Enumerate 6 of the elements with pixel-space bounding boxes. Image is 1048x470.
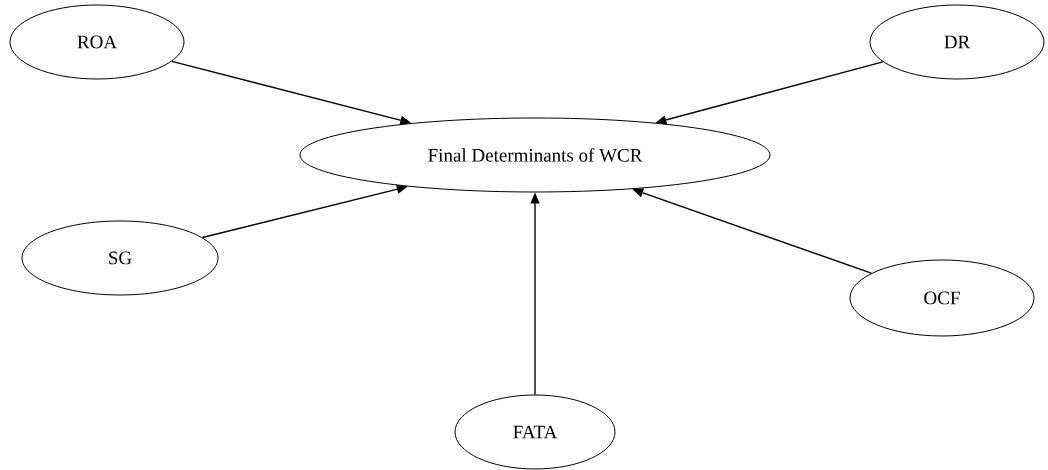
ellipse-node: Final Determinants of WCR: [299, 117, 771, 193]
ellipse-node: ROA: [9, 4, 185, 80]
ellipse-node: FATA: [454, 394, 616, 470]
ellipse-node: DR: [869, 4, 1045, 80]
ellipse-node: SG: [21, 220, 219, 296]
ellipse-node: OCF: [849, 259, 1035, 337]
